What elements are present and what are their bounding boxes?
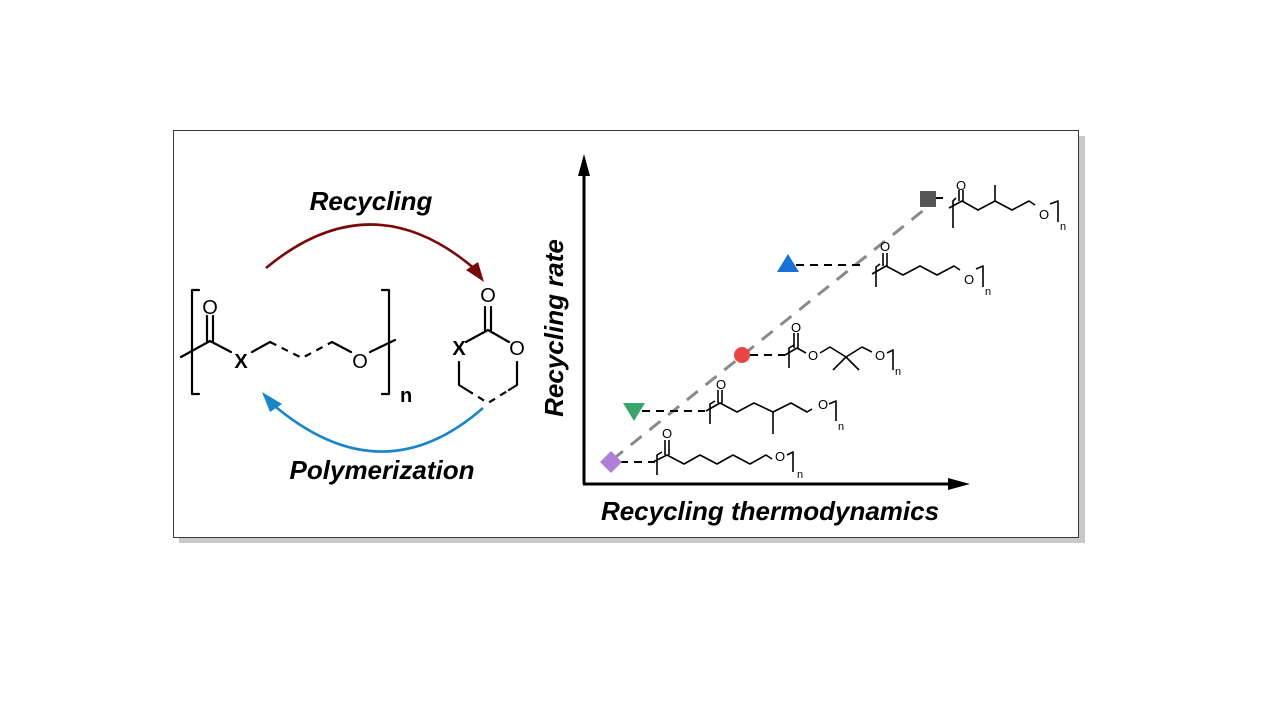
polymerization-label: Polymerization (290, 455, 475, 485)
polymer-structure: O X O n (179, 288, 412, 407)
atom-o: O (791, 320, 801, 335)
trend-line (611, 203, 931, 462)
y-axis-label: Recycling rate (539, 239, 569, 417)
recycling-label: Recycling (310, 186, 433, 216)
monomer-x: X (452, 338, 466, 360)
marker-triangle-up-icon (777, 254, 799, 272)
structure-square: O O n (948, 178, 1066, 233)
repeat-n: n (985, 286, 991, 298)
x-axis-label: Recycling thermodynamics (601, 496, 939, 526)
marker-circle-icon (734, 347, 750, 363)
x-axis-arrowhead-icon (948, 478, 970, 490)
cycle-panel: Recycling Polymerization O X O n (179, 186, 525, 485)
recycling-arrowhead-icon (466, 262, 484, 282)
plot-panel: Recycling rate Recycling thermodynamics … (539, 154, 1066, 526)
repeat-n: n (895, 366, 901, 378)
structure-triangle-up: O O n (871, 239, 991, 298)
right-bracket (380, 288, 391, 396)
polymer-ester-o: O (352, 351, 368, 373)
atom-o: O (808, 348, 818, 363)
monomer-structure: O X O (452, 285, 525, 405)
data-markers (600, 191, 936, 473)
recycling-arrow (265, 223, 484, 282)
monomer-carbonyl-o: O (480, 285, 496, 307)
structure-circle: O O O n (784, 320, 901, 378)
y-axis-arrowhead-icon (578, 154, 590, 176)
atom-o: O (662, 426, 672, 441)
marker-diamond-icon (600, 451, 622, 473)
atom-o: O (775, 449, 785, 464)
polymer-x: X (234, 351, 248, 373)
atom-o: O (964, 272, 974, 287)
repeat-n: n (1060, 221, 1066, 233)
polymerization-arrow (262, 392, 484, 453)
atom-o: O (818, 397, 828, 412)
atom-o: O (716, 377, 726, 392)
repeat-n: n (838, 421, 844, 433)
polymerization-arrowhead-icon (262, 392, 282, 412)
marker-square-icon (920, 191, 936, 207)
structure-diamond: O O n (652, 426, 803, 481)
atom-o: O (880, 239, 890, 254)
monomer-ring-o: O (509, 338, 525, 360)
marker-triangle-down-icon (623, 403, 645, 421)
repeat-n: n (797, 469, 803, 481)
left-bracket (190, 288, 201, 396)
atom-o: O (1039, 207, 1049, 222)
atom-o: O (956, 178, 966, 193)
atom-o: O (875, 348, 885, 363)
structure-triangle-down: O O n (705, 377, 844, 434)
polymer-carbonyl-o: O (202, 297, 218, 319)
polymer-repeat-n: n (400, 385, 412, 407)
